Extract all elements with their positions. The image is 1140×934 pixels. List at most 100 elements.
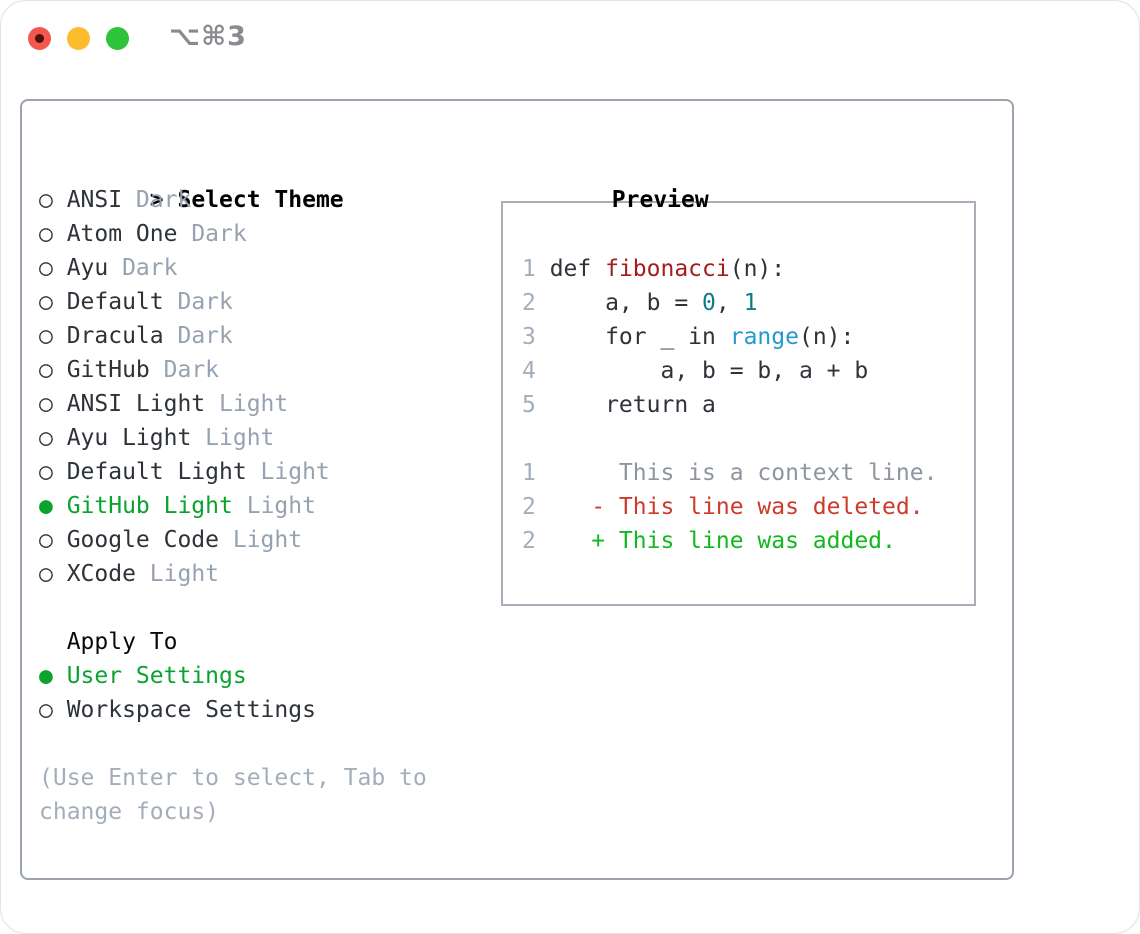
theme-item-ayu[interactable]: ○ Ayu Dark [39,251,484,285]
line-content: This is a context line. [535,460,938,486]
line-content: return a [535,392,716,418]
theme-item-atom-one[interactable]: ○ Atom One Dark [39,217,484,251]
line-content: def fibonacci(n): [535,256,786,282]
radio-selected-icon: ● [39,663,53,689]
theme-item-dracula[interactable]: ○ Dracula Dark [39,319,484,353]
radio-icon: ○ [39,357,53,383]
minimize-button[interactable] [67,27,90,50]
radio-icon: ○ [39,459,53,485]
spacer [39,591,484,625]
theme-variant: Dark [122,255,178,281]
unsaved-dot-icon [35,34,44,43]
theme-variant: Light [149,561,220,587]
line-number: 4 [522,358,536,384]
theme-variant: Light [260,459,330,485]
preview-code-line: 3 for _ in range(n): [522,320,974,354]
preview-header: Preview [501,149,997,213]
radio-icon: ○ [39,187,53,213]
maximize-button[interactable] [106,27,129,50]
theme-name: Default [66,289,164,315]
preview-code-line: 4 a, b = b, a + b [522,354,974,388]
line-number: 2 [522,290,536,316]
theme-item-google-code[interactable]: ○ Google Code Light [39,523,484,557]
radio-icon: ○ [39,391,53,417]
theme-variant: Light [205,425,275,451]
radio-icon: ○ [39,221,53,247]
apply-option-user-settings[interactable]: ● User Settings [39,659,484,693]
line-number: 1 [522,256,536,282]
line-content: a, b = 0, 1 [535,290,758,316]
radio-icon: ○ [39,425,53,451]
theme-name: Ayu [66,255,109,281]
line-number: 2 [522,494,536,520]
preview-code-line [522,422,974,456]
theme-name: ANSI [66,187,123,213]
line-content: - This line was deleted. [535,494,924,520]
apply-option-label: Workspace Settings [66,697,316,723]
theme-variant: Dark [163,357,220,383]
apply-option-label: User Settings [66,663,247,689]
theme-variant: Light [232,527,303,553]
preview-title: Preview [611,187,709,213]
preview-code-line: 2 + This line was added. [522,524,974,558]
close-button[interactable] [28,27,51,50]
theme-name: Ayu Light [66,425,192,451]
radio-icon: ○ [39,323,53,349]
theme-name: GitHub [66,357,150,383]
theme-name: Dracula [66,323,164,349]
theme-variant: Light [219,391,289,417]
theme-name: ANSI Light [66,391,206,417]
line-number: 5 [522,392,536,418]
radio-icon: ○ [39,697,53,723]
apply-to-header: Apply To [66,629,178,655]
radio-icon: ○ [39,527,53,553]
theme-item-ansi-light[interactable]: ○ ANSI Light Light [39,387,484,421]
preview-code-line: 5 return a [522,388,974,422]
line-content: a, b = b, a + b [535,358,869,384]
theme-name: GitHub Light [66,493,233,519]
preview-code-line: 1 def fibonacci(n): [522,252,974,286]
theme-item-default[interactable]: ○ Default Dark [39,285,484,319]
line-number: 2 [522,528,536,554]
preview-code-line: 1 This is a context line. [522,456,974,490]
radio-icon: ○ [39,255,53,281]
radio-icon: ○ [39,289,53,315]
theme-name: Atom One [66,221,178,247]
preview-column: Preview 1 def fibonacci(n):2 a, b = 0, 1… [501,149,997,606]
theme-variant: Light [246,493,316,519]
theme-item-github[interactable]: ○ GitHub Dark [39,353,484,387]
theme-variant: Dark [191,221,247,247]
titlebar: ⌥⌘3 [1,1,1139,73]
prompt-caret-icon: > [149,187,164,213]
theme-name: Default Light [66,459,247,485]
radio-selected-icon: ● [39,493,53,519]
traffic-lights [28,27,129,50]
theme-item-github-light[interactable]: ● GitHub Light Light [39,489,484,523]
apply-to-list: ● User Settings ○ Workspace Settings [39,659,484,727]
theme-variant: Dark [177,323,233,349]
line-number: 3 [522,324,536,350]
line-number: 1 [522,460,536,486]
help-text: (Use Enter to select, Tab to change focu… [39,765,427,825]
theme-variant: Dark [177,289,233,315]
radio-icon: ○ [39,561,53,587]
apply-option-workspace-settings[interactable]: ○ Workspace Settings [39,693,484,727]
select-theme-header: > Select Theme [39,149,484,213]
line-content: + This line was added. [535,528,896,554]
theme-item-default-light[interactable]: ○ Default Light Light [39,455,484,489]
theme-item-ayu-light[interactable]: ○ Ayu Light Light [39,421,484,455]
theme-name: Google Code [66,527,220,553]
preview-code-line: 2 - This line was deleted. [522,490,974,524]
window-title: ⌥⌘3 [169,21,247,52]
select-theme-title: Select Theme [177,187,344,213]
line-content: for _ in range(n): [535,324,855,350]
preview-code-line: 2 a, b = 0, 1 [522,286,974,320]
